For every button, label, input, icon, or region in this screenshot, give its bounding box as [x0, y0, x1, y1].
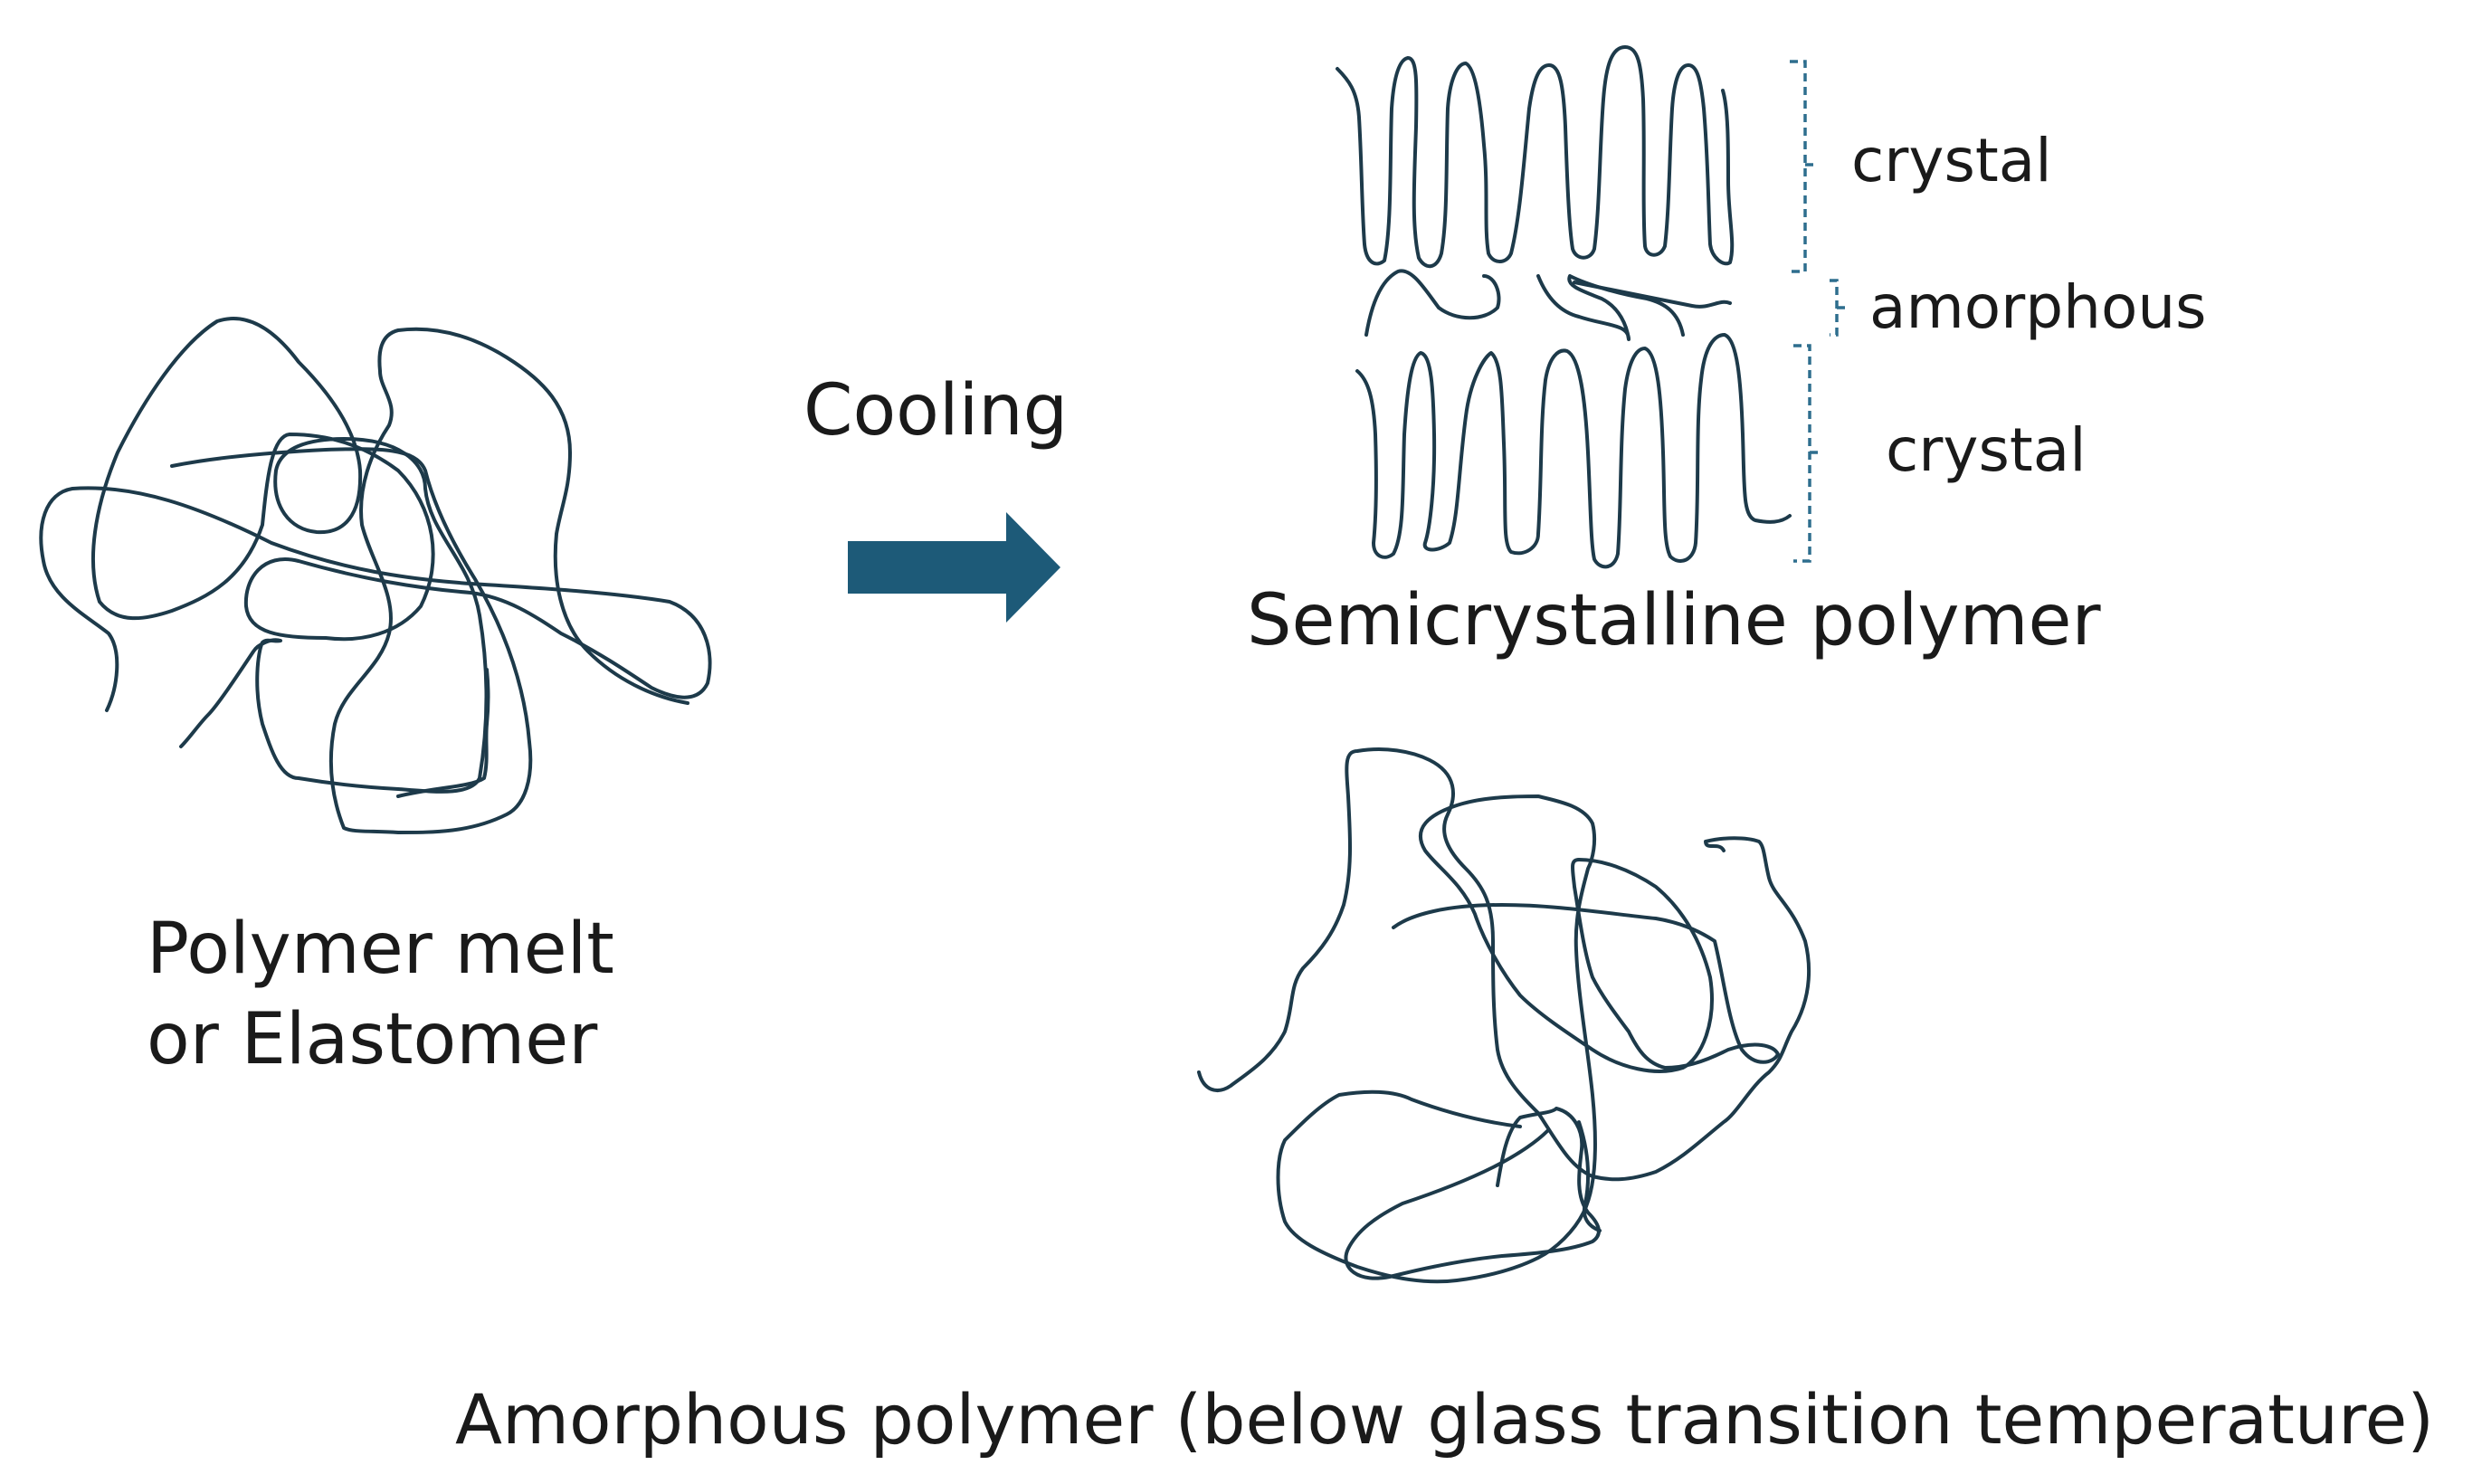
crystal-bottom-bracket	[1793, 344, 1822, 563]
amorphous-layer-label: amorphous	[1869, 272, 2207, 342]
amorphous-bracket	[1830, 279, 1846, 337]
crystal-top-label: crystal	[1851, 126, 2052, 195]
amorphous-segment-1	[1364, 269, 1501, 337]
amorphous-chain-loop	[1276, 794, 1780, 1284]
crystal-bottom-label: crystal	[1886, 415, 2087, 485]
melt-chain-coil	[39, 317, 712, 794]
amorphous-chain-coil	[1197, 747, 1811, 1182]
crystal-top-bracket	[1790, 60, 1819, 273]
amorphous-segment-3	[1573, 281, 1732, 309]
crystal-lamella-top	[1336, 45, 1735, 269]
cooling-arrow	[848, 512, 1060, 623]
melt-chain-tail	[396, 668, 490, 798]
semicrystalline-label: Semicrystalline polymer	[1247, 580, 2102, 661]
melt-label-line1: Polymer melt	[147, 908, 614, 990]
amorphous-chain-inner	[1344, 1107, 1601, 1280]
melt-label-line2: or Elastomer	[147, 999, 598, 1080]
crystal-lamella-bottom	[1355, 333, 1792, 569]
amorphous-polymer-label: Amorphous polymer (below glass transitio…	[455, 1379, 2434, 1460]
cooling-label: Cooling	[803, 370, 1068, 452]
amorphous-chain-tail	[1577, 1120, 1602, 1232]
melt-chain-loop	[170, 327, 689, 834]
amorphous-segment-2	[1536, 274, 1685, 341]
